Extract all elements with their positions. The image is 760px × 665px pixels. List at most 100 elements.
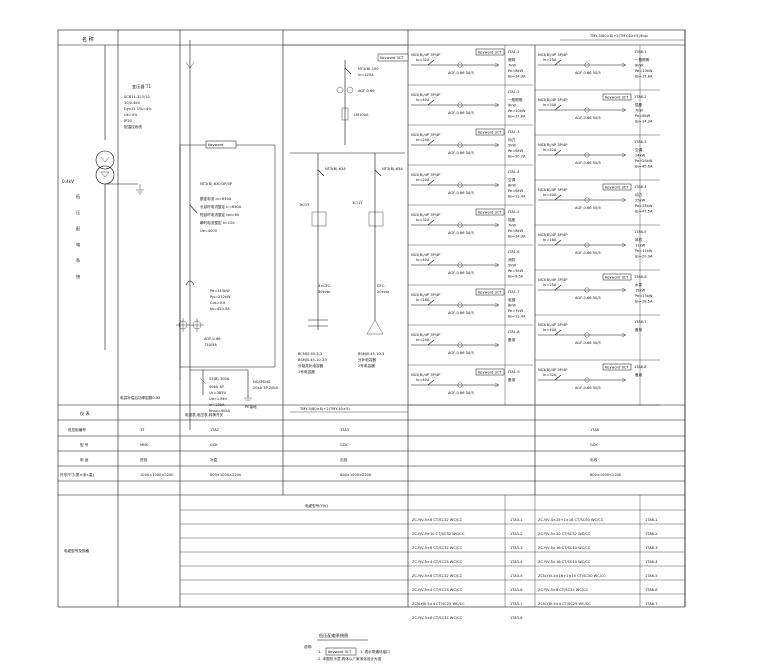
feeder-1ta6-6-load-3: Ijs=28.5A: [635, 300, 653, 304]
feeder-1ta1-5-switch-icon: [427, 219, 435, 226]
feeder-1ta6-6-key-tag: Keyword 3CT: [605, 276, 629, 280]
meter-spec-3: Cos=0.9: [210, 301, 226, 305]
transformer-title: 变压器 T1: [132, 83, 151, 90]
usage-label: 用 途: [80, 457, 89, 462]
feeder-1ta1-4-breaker: NS3(B)/4P 3P/4P: [411, 173, 441, 177]
feeder-1ta6-2-arrow-icon: [621, 107, 627, 113]
feeder-1ta1-8-tag: 1TA1-8: [507, 330, 520, 334]
feeder-1ta1-3-load-2: Pe=6kW: [508, 149, 524, 153]
feeder-1ta1-7-tag: 1TA1-7: [507, 290, 520, 294]
feeder-1ta6-3-load-1: 24kW: [635, 154, 646, 158]
feeder-1ta1-1-load-2: Pe=8kW: [508, 69, 524, 73]
meter-label: 仪 表: [80, 410, 91, 417]
cap-left-4: BSMJ0.45-10-3-Y: [298, 358, 328, 362]
feeder-1ta1-2-load-3: Ijs=17.8A: [508, 115, 526, 119]
cap-left-5: 分组共补电容器: [298, 363, 324, 368]
feeder-1ta1-4-arrow-icon: [494, 182, 500, 188]
feeder-1ta1-9-breaker: NS3(B)/4P 3P/4P: [411, 373, 441, 377]
spd-name-2: 20kA 3P 20kA: [253, 386, 279, 390]
cable-left-1: ZC-YJV-5×10 CT/SC32 WC/CC: [412, 532, 465, 536]
feeder-1ta6-6-current: In=25A: [543, 283, 557, 287]
feeder-1ta6-6-switch-icon: [554, 284, 562, 291]
feeder-1ta6-8-ct: AGF-0.66 50/5: [575, 386, 601, 390]
feeder-1ta6-7-ct-icon: [584, 332, 590, 338]
legend-key-tag: Keyword 3CT: [328, 650, 352, 654]
cable-right-tag-3: 1TA6-4: [645, 560, 658, 564]
cap-right-4: 分补电容器: [358, 357, 376, 362]
incoming-cabinet-frame: [179, 144, 276, 368]
legend-title: 低压配电系统图: [319, 632, 348, 639]
feeder-1ta6-4-load-0: 动力: [635, 192, 643, 197]
feeder-1ta6-2-switch-icon: [554, 104, 562, 111]
feeder-1ta1-3-switch-icon: [427, 139, 435, 146]
feeder-1ta6-2-key-box: [602, 93, 632, 101]
row-label-4: 电: [76, 241, 81, 247]
feeder-1ta1-4-load-3: Ijs=11.4A: [508, 195, 526, 199]
cable-left-tag-0: 1TA3-1: [510, 518, 523, 522]
feeder-1ta1-4-ct-icon: [457, 182, 463, 188]
feeder-1ta1-8-current: In=25A: [416, 338, 430, 342]
feeder-1ta1-2-ct: AGF-0.66 50/5: [448, 111, 474, 115]
feeder-1ta6-4-tag: 1TA6-4: [634, 185, 647, 189]
incoming-section: NT3(B)-630/3P/4P 额定电流 In=630A 长延时电流整定 Ir…: [120, 40, 279, 430]
feeder-1ta1-3-load-1: 5kW: [508, 144, 516, 148]
feeder-1ta1-2-tag: 1TA1-2: [507, 90, 520, 94]
incoming-spec-3: 短延时电流整定 Isd=6Ir: [200, 212, 240, 217]
feeder-1ta1-9-current: In=40A: [416, 378, 430, 382]
capacitor-ct: AGF-0.66: [358, 89, 375, 93]
spd-spec-2: Uc=385V: [209, 391, 226, 395]
feeder-1ta1-3-key-box: [475, 128, 505, 136]
cable-left-3: ZC-YJV-5×4 CT/SC25 WC/CC: [412, 560, 463, 564]
legend-item1: 1. 表示带通讯接口: [360, 649, 390, 654]
feeder-1ta6-3-tag: 1TA6-3: [634, 140, 647, 144]
cap-right-1: CFC-: [377, 284, 386, 288]
spd-name: NGSPD40: [253, 380, 271, 384]
feeder-1ta6-5-load-1: 11kW: [635, 244, 646, 248]
transformer-spec-6: 配温控系统: [124, 124, 142, 129]
feeder-1ta1-2-load-0: 一般照明: [508, 97, 523, 102]
spd-spec-4: In=20kA: [209, 403, 225, 407]
incoming-spec-5: Ue=400V: [200, 229, 218, 233]
feeder-1ta6-4-current: In=40A: [543, 193, 557, 197]
capacitor-section: Keyword 3CT NT3(B)-100 In=125A AGF-0.66 …: [283, 44, 409, 374]
feeder-1ta1-3-tag: 1TA1-3: [507, 130, 520, 134]
feeder-1ta1-1-load-0: 照明: [508, 57, 516, 62]
feeder-1ta6-4-switch-icon: [554, 194, 562, 201]
capacitor-fuse-box: LM100A: [354, 113, 369, 117]
feeder-1ta1-6-tag: 1TA1-6: [507, 250, 520, 254]
feeder-1ta1-2-load-2: Pe=10kW: [508, 109, 526, 113]
info-cell-r1-c0: MNS: [140, 443, 149, 447]
feeder-1ta1-6-ct: AGF-0.66 50/5: [448, 271, 474, 275]
feeder-1ta6-4-load-3: Ijs=47.5A: [635, 210, 653, 214]
feeder-1ta6-5-tag: 1TA6-5: [634, 230, 647, 234]
feeder-1ta1-5-load-1: 7kW: [508, 224, 516, 228]
legend-item1-num: 1.: [318, 650, 321, 654]
feeder-1ta6-1-load-1: 9kW: [635, 64, 643, 68]
feeder-1ta6-6-key-box: [602, 273, 632, 281]
feeder-1ta6-7-ct: AGF-0.66 50/5: [575, 341, 601, 345]
feeder-1ta6-1-load-2: Pe=10kW: [635, 69, 653, 73]
cap-left-1: 3×CFC-: [318, 284, 332, 288]
info-cell-r2-c0: 进线: [140, 457, 148, 462]
feeder-1ta6-5-current: In=16A: [543, 238, 557, 242]
feeder-1ta1-5-breaker: NS3(B)/4P 3P/4P: [411, 213, 441, 217]
feeder-1ta1-1-current: In=32A: [416, 58, 430, 62]
cable-right-3: ZC-YJV-5×16 CT/SC40 WC/CC: [538, 560, 591, 564]
feeder-1ta1-2-breaker: NS3(B)/4P 3P/4P: [411, 93, 441, 97]
feeder-1ta1-8-breaker: NS3(B)/4P 3P/4P: [411, 333, 441, 337]
info-cell-r2-c2: 出线: [340, 457, 348, 462]
left-label-column: 0.4kV 低 压 配 电 系 统 仪 表 低压柜编号 型 号 用 途 外形尺寸…: [60, 179, 95, 553]
meter-note: 电流表,电压表,转换开关: [185, 412, 224, 417]
branch-right: NT3(B)-63A: [382, 167, 403, 171]
cable-right-6: ZCN-YJV-5×4 CT/SC25 WC/CC: [538, 602, 591, 606]
feeder-1ta1-6-load-0: 消防: [508, 257, 516, 262]
feeder-1ta1-1-key-box: [475, 48, 505, 56]
cable-left-tag-7: 1TA3-8: [510, 616, 523, 620]
feeder-1ta1-8-switch-icon: [427, 339, 435, 346]
feeder-1ta1-5-ct-icon: [457, 222, 463, 228]
feeder-1ta6-5-ct-icon: [584, 242, 590, 248]
